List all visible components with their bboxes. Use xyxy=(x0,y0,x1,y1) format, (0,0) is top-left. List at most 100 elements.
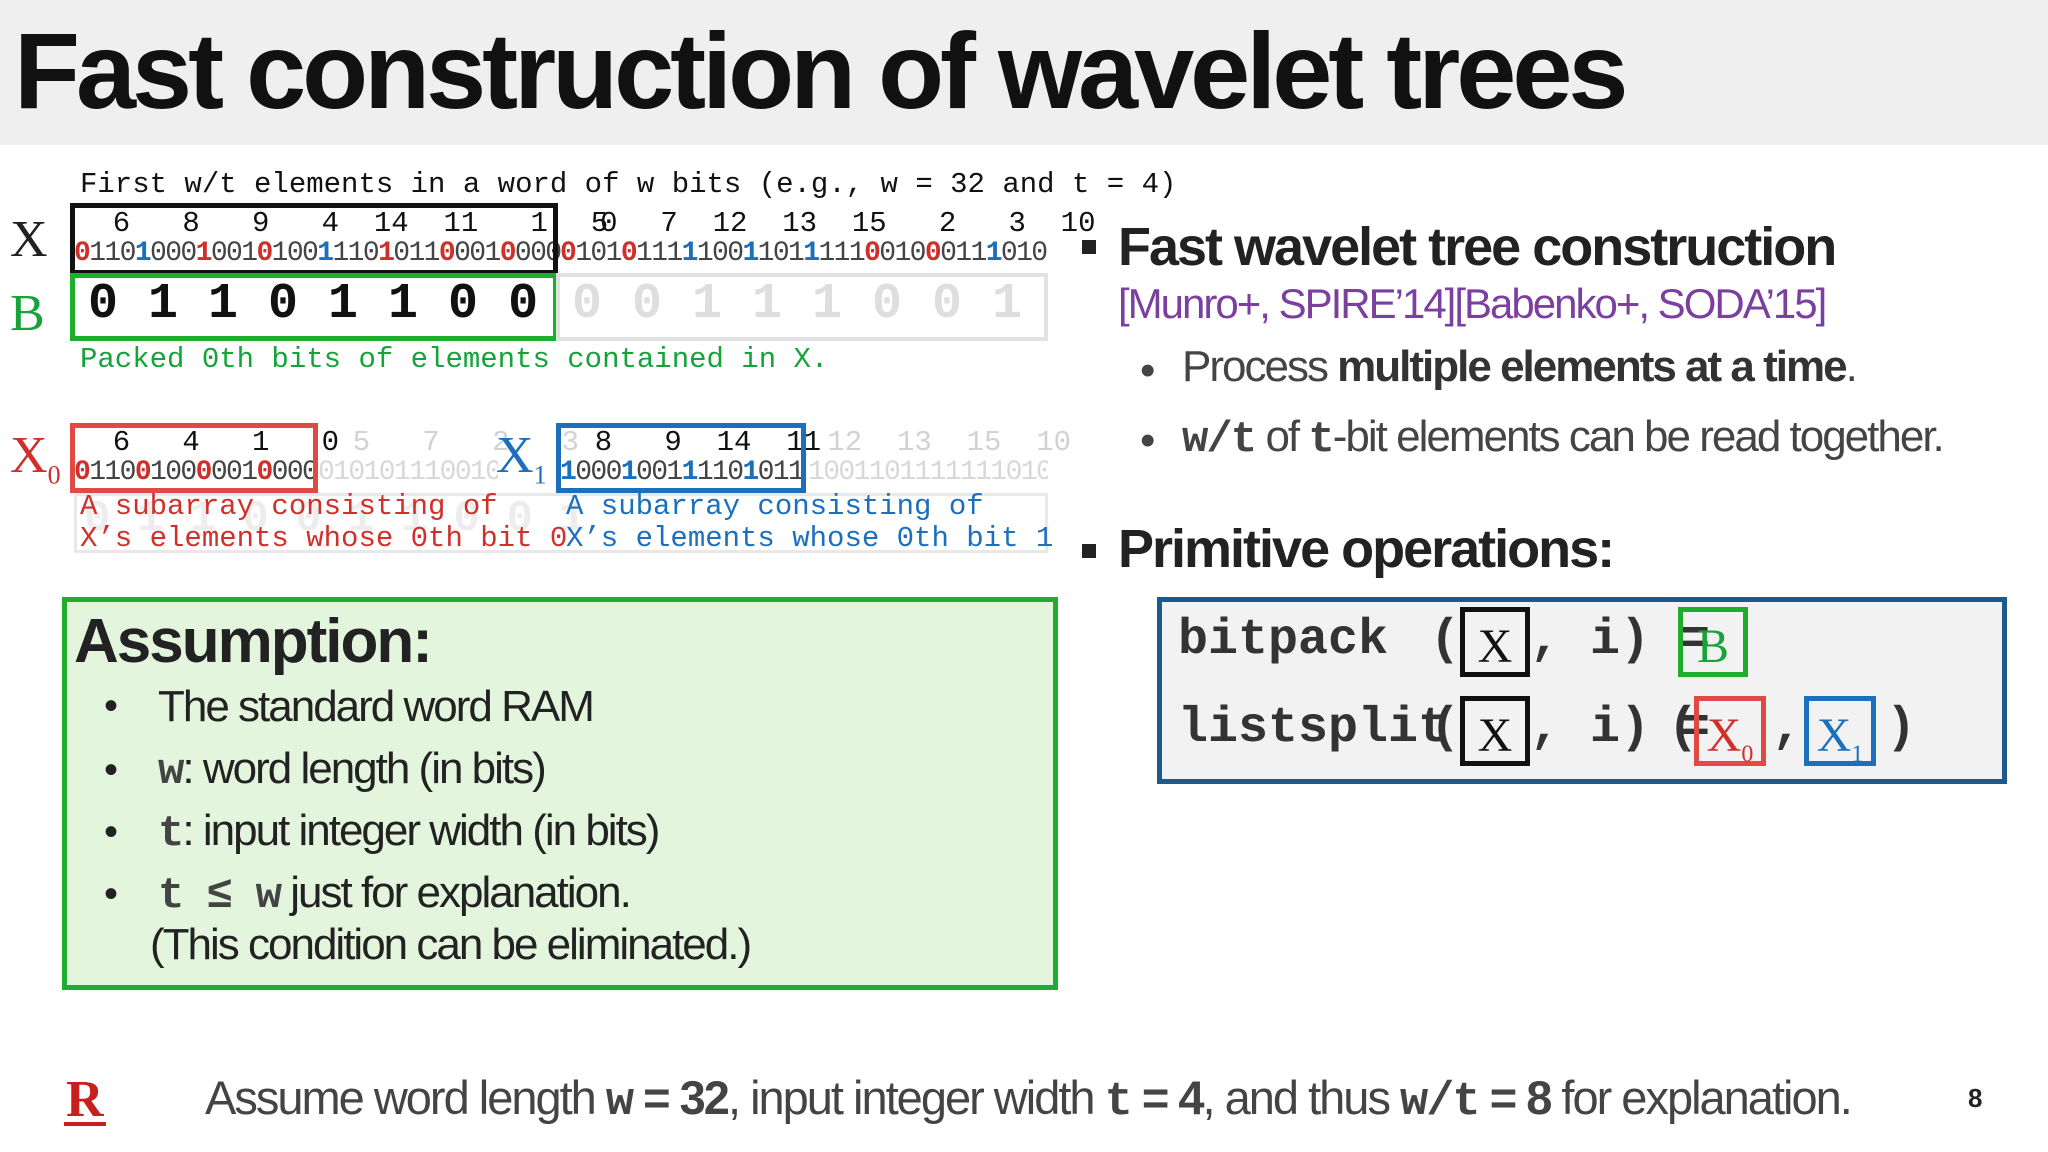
bit-segment: 110 xyxy=(89,238,136,269)
bit-segment: 111 xyxy=(818,238,865,269)
x-numbers-in: 6 8 9 4 14 11 1 0 xyxy=(78,207,618,240)
x1-caption-2: X’s elements whose 0th bit 1 xyxy=(566,522,1054,555)
op-listsplit: listsplit xyxy=(1178,700,1449,757)
bit-segment: 100 xyxy=(696,238,744,269)
x0-numbers-in: 6 4 1 0 xyxy=(78,426,340,459)
bit-segment: 010 xyxy=(1000,238,1048,269)
assumption-item-1: The standard word RAM xyxy=(158,682,595,731)
x1-label: X1 xyxy=(496,427,547,490)
x1-bits-out: 1001101111111010 xyxy=(808,457,1048,488)
brand-logo-underline xyxy=(64,1122,106,1126)
bit-segment: 001 xyxy=(210,238,258,269)
op-comma: , xyxy=(1772,700,1803,757)
heading-primitive-ops: Primitive operations: xyxy=(1118,519,1615,579)
x-numbers-out: 5 7 12 13 15 2 3 10 xyxy=(556,207,1096,240)
references: [Munro+, SPIRE’14][Babenko+, SODA’15] xyxy=(1118,280,1827,327)
x-word-box xyxy=(70,203,558,275)
x1-caption-1: A subarray consisting of xyxy=(566,490,984,523)
bit-segment: 000 xyxy=(271,457,319,488)
diagram-caption: First w/t elements in a word of w bits (… xyxy=(80,168,1177,201)
bit-segment: 0 xyxy=(560,238,577,269)
footer-note: Assume word length w = 32, input integer… xyxy=(205,1071,1853,1129)
bit-segment: 1 xyxy=(803,238,820,269)
x0-bits-in: 0110010000010000 xyxy=(74,457,319,488)
bit-segment: 110 xyxy=(89,457,136,488)
bit-segment: 1 xyxy=(742,457,759,488)
x0-numbers-out: 5 7 2 3 xyxy=(318,426,580,459)
square-bullet xyxy=(1082,240,1096,254)
bit-segment: 100 xyxy=(150,457,197,488)
title-bar xyxy=(0,0,2048,145)
x0-bits-out: 01010111001010 xyxy=(318,457,498,488)
bit-segment: 0 xyxy=(256,457,273,488)
bullet: • xyxy=(104,684,119,728)
bit-segment: 110 xyxy=(696,457,744,488)
op-open-paren: ( xyxy=(1430,700,1461,757)
op-open-paren: ( xyxy=(1430,612,1461,669)
op-bitpack: bitpack xyxy=(1178,612,1389,669)
bit-segment: 001 xyxy=(636,457,683,488)
bit-segment: 001 xyxy=(210,457,258,488)
bit-segment: 001 xyxy=(454,238,501,269)
b-word-box xyxy=(70,273,558,341)
bit-segment: 1 xyxy=(195,238,213,269)
op-close-eq: , i) = xyxy=(1530,612,1711,669)
square-bullet xyxy=(1082,544,1096,558)
bit-segment: 000 xyxy=(575,457,622,488)
op-x0-box: X0 xyxy=(1694,696,1766,768)
bit-segment: 1 xyxy=(317,238,334,269)
bullet: • xyxy=(104,872,119,916)
page-number: 8 xyxy=(1968,1083,1983,1113)
bullet: • xyxy=(104,748,119,792)
bit-segment: 0 xyxy=(195,457,213,488)
op-rparen: ) xyxy=(1886,700,1917,757)
bit-segment: 110 xyxy=(332,238,379,269)
heading-fast-construction: Fast wavelet tree construction xyxy=(1118,217,1837,277)
bit-segment: 101 xyxy=(575,238,622,269)
b-caption: Packed 0th bits of elements contained in… xyxy=(80,343,829,376)
bit-segment: 0 xyxy=(74,238,91,269)
bit-segment: 1 xyxy=(620,457,638,488)
bit-segment: 111 xyxy=(636,238,683,269)
bit-segment: 1 xyxy=(681,238,699,269)
op-x-box: X xyxy=(1460,696,1530,766)
bit-segment: 010 xyxy=(879,238,926,269)
assumption-note: (This condition can be eliminated.) xyxy=(150,920,752,969)
right-item-1: Process multiple elements at a time. xyxy=(1182,342,1858,391)
op-b-box: B xyxy=(1678,607,1748,677)
assumption-item-3: t: input integer width (in bits) xyxy=(158,806,660,859)
bit-segment: 011 xyxy=(393,238,440,269)
op-x1-box: X1 xyxy=(1804,696,1876,768)
x0-caption-1: A subarray consisting of xyxy=(80,490,498,523)
assumption-box xyxy=(62,597,1058,990)
b-label: B xyxy=(10,285,45,342)
x1-bits-in: 1000100111101011 xyxy=(560,457,805,488)
x1-word-box xyxy=(556,423,806,493)
x-label: X xyxy=(10,211,48,268)
bit-segment: 1 xyxy=(681,457,699,488)
bit-segment: 1 xyxy=(378,238,395,269)
b-rest-box xyxy=(556,273,1048,341)
faint-row-bits: 0 1 1 0 0 1 1 0 0 1 xyxy=(84,494,586,544)
x0-word-box xyxy=(70,423,318,493)
bit-segment: 1 xyxy=(560,457,577,488)
bit-segment: 1 xyxy=(985,238,1003,269)
x1-numbers-out: 12 13 15 10 xyxy=(810,426,1072,459)
op-lparen: ( xyxy=(1668,700,1699,757)
bit-segment: 0 xyxy=(864,238,881,269)
assumption-item-2: w: word length (in bits) xyxy=(158,744,547,797)
bit-segment: 011 xyxy=(757,457,805,488)
bit-segment: 011 xyxy=(940,238,987,269)
x-bits-in: 01101000100101001110101100010000 xyxy=(74,238,562,269)
faint-row-box xyxy=(74,493,1048,553)
right-item-2: w/t of t-bit elements can be read togeth… xyxy=(1182,412,1945,465)
bit-segment: 101 xyxy=(757,238,805,269)
op-x-box: X xyxy=(1460,607,1530,677)
bit-segment: 0 xyxy=(438,238,456,269)
b-bits-in: 0 1 1 0 1 1 0 0 xyxy=(88,276,539,333)
bit-segment: 100 xyxy=(271,238,319,269)
bit-segment: 0 xyxy=(74,457,91,488)
bullet: • xyxy=(1140,416,1155,465)
b-bits-out: 0 0 1 1 1 0 0 1 xyxy=(572,276,1023,333)
assumption-title: Assumption: xyxy=(74,607,433,676)
